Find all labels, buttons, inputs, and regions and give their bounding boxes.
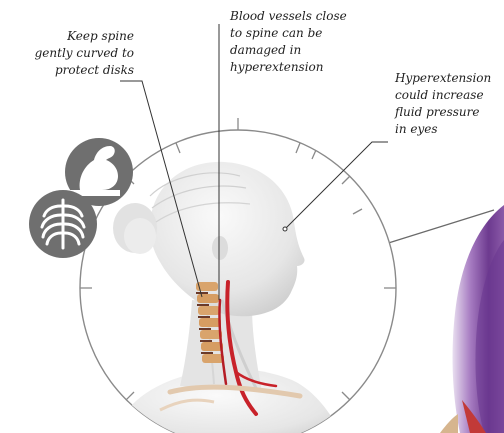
eye-marker bbox=[283, 227, 287, 231]
annotation-spine: Keep spine gently curved to protect disk… bbox=[2, 28, 134, 79]
annotation-blood-vessels: Blood vessels close to spine can be dama… bbox=[230, 8, 370, 76]
muscle-detail-illustration bbox=[440, 205, 504, 433]
annotation-eye-pressure: Hyperextension could increase fluid pres… bbox=[395, 70, 504, 138]
respiration-icon-group bbox=[29, 190, 97, 258]
